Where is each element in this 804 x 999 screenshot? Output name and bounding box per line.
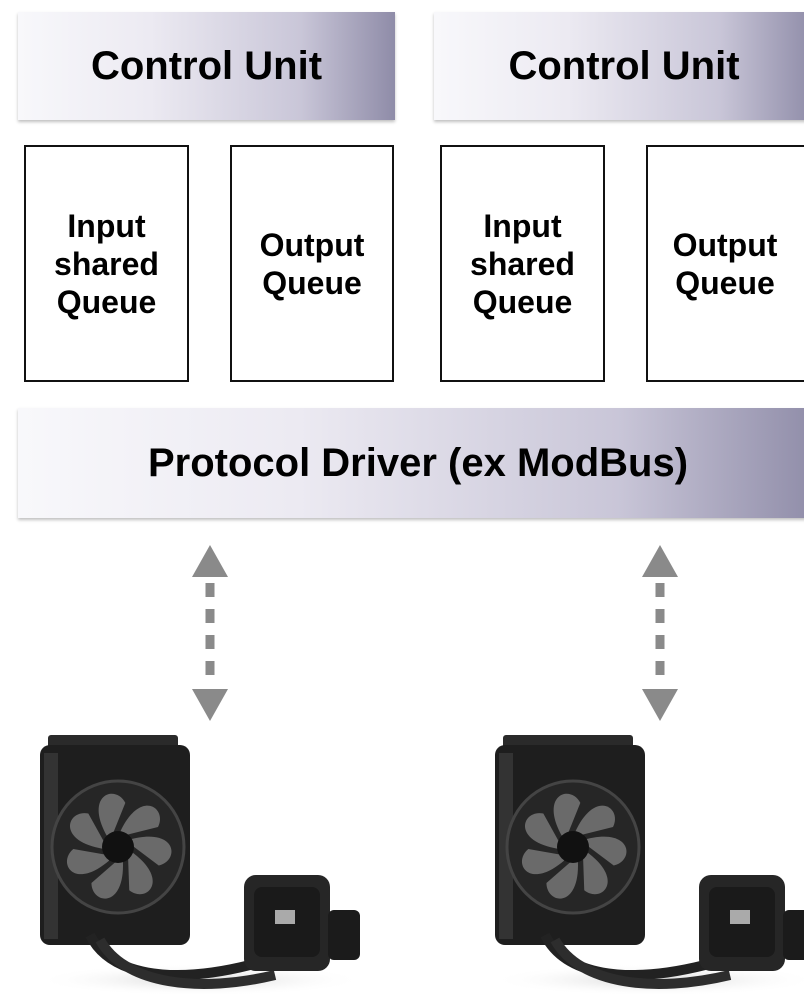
output-queue-2: Output Queue [646, 145, 804, 382]
protocol-driver-label: Protocol Driver (ex ModBus) [147, 440, 689, 485]
double-arrow-icon [192, 545, 228, 721]
control-unit-1: Control Unit [18, 12, 395, 120]
control-unit-2: Control Unit [434, 12, 804, 120]
control-unit-2-label: Control Unit [508, 43, 740, 88]
queue-label: Output Queue [259, 226, 365, 301]
control-unit-1-label: Control Unit [90, 43, 323, 88]
output-queue-1: Output Queue [230, 145, 394, 382]
queue-label: Output Queue [672, 226, 778, 301]
liquid-cooler-device-icon [490, 735, 804, 996]
queue-label: Input shared Queue [54, 207, 159, 320]
double-arrow-icon [642, 545, 678, 721]
protocol-driver-bar: Protocol Driver (ex ModBus) [18, 408, 804, 518]
queue-label: Input shared Queue [470, 207, 575, 320]
liquid-cooler-device-icon [35, 735, 365, 996]
input-shared-queue-1: Input shared Queue [24, 145, 189, 382]
input-shared-queue-2: Input shared Queue [440, 145, 605, 382]
